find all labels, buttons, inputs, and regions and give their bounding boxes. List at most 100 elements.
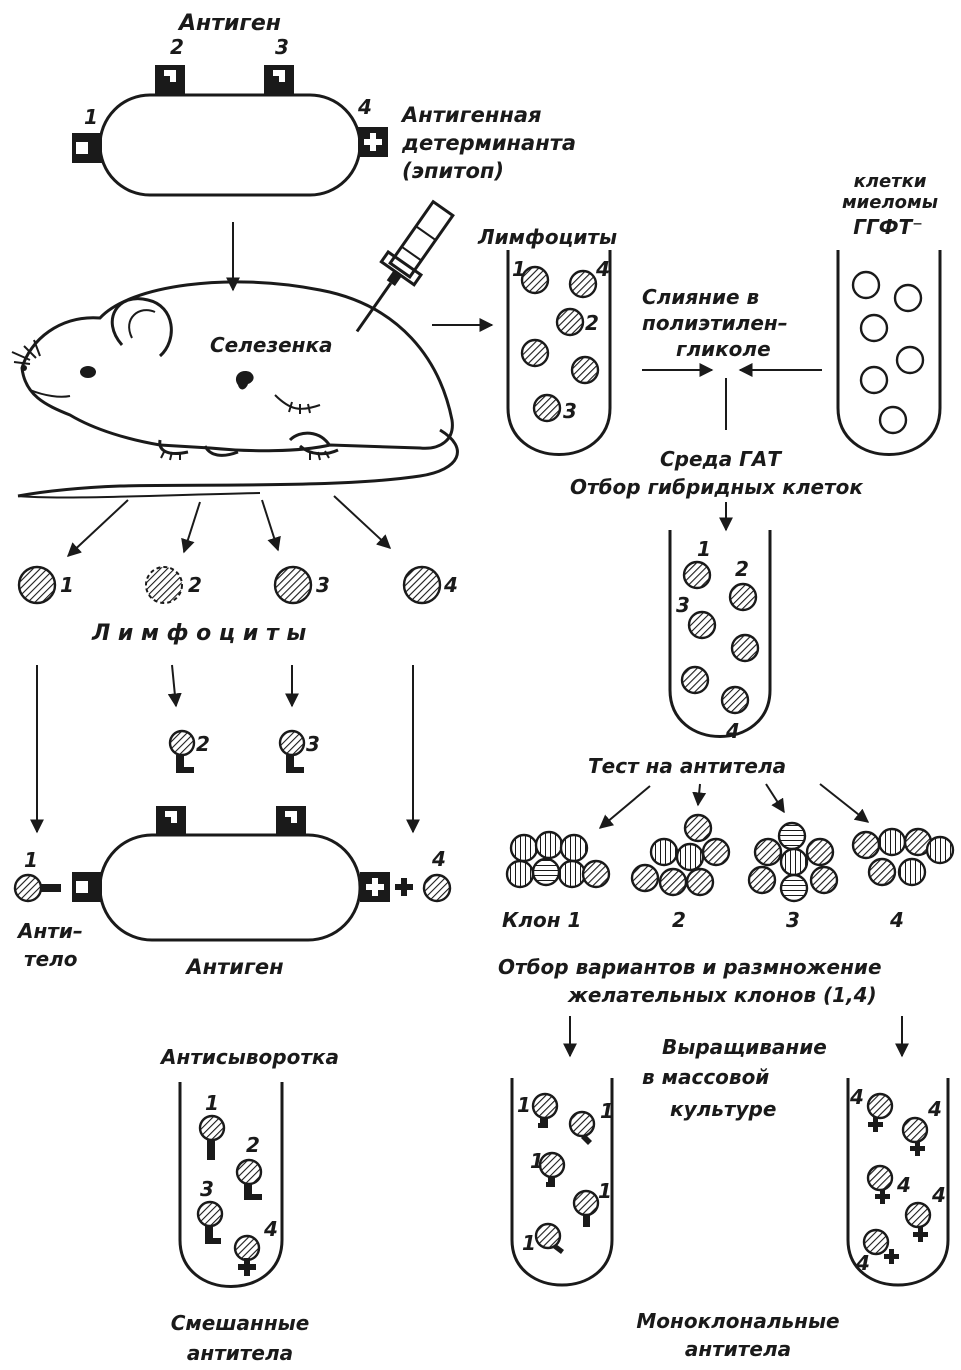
lymphocyte-tube-label: Лимфоциты (477, 225, 617, 249)
lymphocyte-cell (557, 309, 583, 335)
syringe-mark-2 (402, 247, 422, 261)
mono-number: 4 (931, 1183, 946, 1207)
clone-cell (685, 815, 711, 841)
down-arrow-2 (172, 665, 176, 706)
mixed-label-1: Смешанные (171, 1311, 310, 1335)
test-arrow-3 (766, 784, 784, 812)
lymphocyte-row: 1 2 3 4 Л и м ф о ц и т ы (19, 496, 458, 646)
myeloma-cell (895, 285, 921, 311)
mouse-tail (18, 430, 457, 496)
selection-label-1: Отбор вариантов и размножение (498, 955, 882, 979)
spleen-label: Селезенка (210, 333, 333, 357)
antibody-3 (280, 731, 304, 773)
antibody-number-2: 2 (196, 732, 210, 756)
clone-cell (807, 839, 833, 865)
mono-number: 1 (530, 1149, 544, 1173)
spleen-icon (236, 371, 254, 389)
clone-cell (559, 861, 585, 887)
hybrid-cell (722, 687, 748, 713)
mono-number: 4 (849, 1085, 864, 1109)
tube-outline (670, 530, 770, 737)
row-arrow-2 (184, 502, 200, 552)
clone-cell (511, 835, 537, 861)
clone-cell (927, 837, 953, 863)
clone-cell (583, 861, 609, 887)
clone-cell (533, 859, 559, 885)
antibody-1 (533, 1094, 557, 1128)
clone-cell (755, 839, 781, 865)
mouse-tail-edge (18, 493, 260, 498)
test-arrow-4 (820, 784, 868, 822)
mouse-fur (275, 395, 320, 414)
clone-cell (879, 829, 905, 855)
epitope-number-3: 3 (275, 35, 289, 59)
row-arrow-3 (262, 500, 278, 550)
syringe-mark-1 (416, 226, 436, 240)
antibody-4 (868, 1094, 892, 1132)
determinant-label-3: (эпитоп) (402, 159, 504, 183)
clone-cell (651, 839, 677, 865)
epitope-2-icon (156, 806, 186, 836)
lymphocyte-tube: Лимфоциты 1 4 2 3 (477, 225, 617, 455)
antibody-2 (237, 1160, 262, 1200)
clone-cell (507, 861, 533, 887)
row-arrow-4 (334, 496, 390, 548)
antiserum-label: Антисыворотка (159, 1045, 339, 1069)
tube-outline (180, 1082, 282, 1287)
clone-cell (660, 869, 686, 895)
antibody-number-4: 4 (431, 847, 446, 871)
hybrid-number-4: 4 (725, 719, 740, 743)
antibody-4 (395, 875, 450, 901)
monoclonal-label-1: Моноклональные (636, 1309, 839, 1333)
tube-number-3: 3 (563, 399, 577, 423)
myeloma-label-3: ГГФТ⁻ (853, 215, 923, 239)
antibody-1 (574, 1191, 598, 1227)
mass-culture-label-1: Выращивание (662, 1035, 827, 1059)
antibody-number-3: 3 (306, 732, 320, 756)
myeloma-cell (853, 272, 879, 298)
antibody-1 (15, 875, 61, 901)
antibody-4 (868, 1166, 892, 1204)
mono-number: 1 (517, 1093, 531, 1117)
mass-culture-label-3: культуре (670, 1097, 776, 1121)
myeloma-tube: клетки миеломы ГГФТ⁻ (838, 171, 940, 455)
lymphocyte-cell (570, 271, 596, 297)
test-arrow-1 (600, 786, 650, 828)
syringe-icon (341, 197, 460, 343)
clone-label-1: Клон 1 (502, 908, 581, 932)
hybrid-number-1: 1 (697, 537, 711, 561)
row-number-1: 1 (60, 573, 74, 597)
tube-number-4: 4 (595, 257, 610, 281)
antibody-label-2: тело (24, 947, 78, 971)
monoclonal-caption: Моноклональные антитела (636, 1309, 839, 1361)
hybrid-cell (730, 584, 756, 610)
row-number-4: 4 (443, 573, 458, 597)
epitope-3-icon (276, 806, 306, 836)
epitope-4-icon (358, 127, 388, 157)
myeloma-label-1: клетки (854, 171, 927, 192)
serum-number-1: 1 (205, 1091, 219, 1115)
clone-cell (779, 823, 805, 849)
lymphocyte-2 (146, 567, 182, 603)
mono-number: 4 (896, 1173, 911, 1197)
hybrid-cell (689, 612, 715, 638)
hat-selection: Среда ГАТ Отбор гибридных клеток (570, 447, 863, 530)
mouse-eye (80, 366, 96, 378)
antibody-test: Тест на антитела (502, 754, 953, 932)
fusion-label-1: Слияние в (642, 285, 759, 309)
syringe-barrel (390, 202, 453, 277)
antibody-3 (198, 1202, 222, 1244)
antibody-2 (170, 731, 194, 773)
clone-4-group (853, 829, 953, 885)
clone-cell (899, 859, 925, 885)
mouse-illustration: Селезенка (12, 282, 457, 498)
epitope-1-icon (72, 133, 102, 163)
clone-cell (687, 869, 713, 895)
clone-cell (869, 859, 895, 885)
hybrid-cell (732, 635, 758, 661)
clone-cell (749, 867, 775, 893)
epitope-4-icon (360, 872, 390, 902)
row-number-2: 2 (188, 573, 202, 597)
hat-label-1: Среда ГАТ (660, 447, 782, 471)
